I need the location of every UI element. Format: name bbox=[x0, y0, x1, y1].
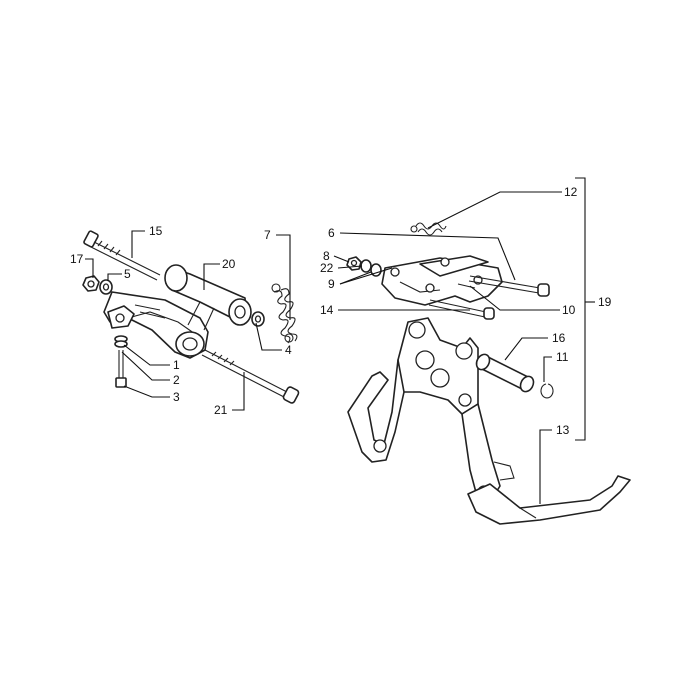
bushing-part-4 bbox=[251, 311, 265, 327]
washer-part-5 bbox=[99, 279, 113, 295]
callout-1: 1 bbox=[173, 358, 180, 372]
pin-part-16 bbox=[475, 353, 535, 393]
bolt-part-21 bbox=[201, 349, 300, 404]
nut-part-8 bbox=[346, 256, 362, 271]
callout-15: 15 bbox=[149, 224, 163, 238]
callout-13: 13 bbox=[556, 423, 570, 437]
callout-2: 2 bbox=[173, 373, 180, 387]
bolt-part-3 bbox=[115, 350, 127, 388]
nut-part-17 bbox=[82, 275, 100, 292]
callout-20: 20 bbox=[222, 257, 236, 271]
left-assembly bbox=[82, 230, 300, 404]
callout-19: 19 bbox=[598, 295, 612, 309]
leader-lines bbox=[85, 177, 595, 504]
callout-22: 22 bbox=[320, 261, 334, 275]
callout-7: 7 bbox=[264, 228, 271, 242]
callout-labels: 15 17 5 20 7 4 1 2 3 21 12 6 8 22 9 10 1… bbox=[70, 185, 612, 437]
center-stand-part-13 bbox=[347, 317, 631, 525]
callout-6: 6 bbox=[328, 226, 335, 240]
callout-11: 11 bbox=[556, 350, 569, 364]
washer-part-9 bbox=[370, 263, 382, 277]
callout-5: 5 bbox=[124, 267, 131, 281]
circlip-part-11 bbox=[540, 383, 554, 399]
spring-part-7 bbox=[271, 283, 298, 344]
callout-16: 16 bbox=[552, 331, 566, 345]
callout-9: 9 bbox=[328, 277, 335, 291]
right-assembly bbox=[346, 222, 631, 525]
callout-14: 14 bbox=[320, 303, 334, 317]
rubber-mount-part-2 bbox=[107, 305, 135, 329]
callout-4: 4 bbox=[285, 343, 292, 357]
bolt-part-14 bbox=[428, 299, 495, 320]
bolt-part-6 bbox=[468, 275, 550, 297]
callout-3: 3 bbox=[173, 390, 180, 404]
callout-10: 10 bbox=[562, 303, 576, 317]
spring-part-12 bbox=[410, 222, 447, 236]
callout-21: 21 bbox=[214, 403, 228, 417]
callout-12: 12 bbox=[564, 185, 578, 199]
callout-17: 17 bbox=[70, 252, 84, 266]
bolt-part-15 bbox=[83, 230, 161, 281]
swing-arm-body bbox=[103, 264, 252, 359]
bracket-part-10 bbox=[381, 255, 503, 306]
washer-part-22 bbox=[360, 259, 372, 273]
callout-8: 8 bbox=[323, 249, 330, 263]
